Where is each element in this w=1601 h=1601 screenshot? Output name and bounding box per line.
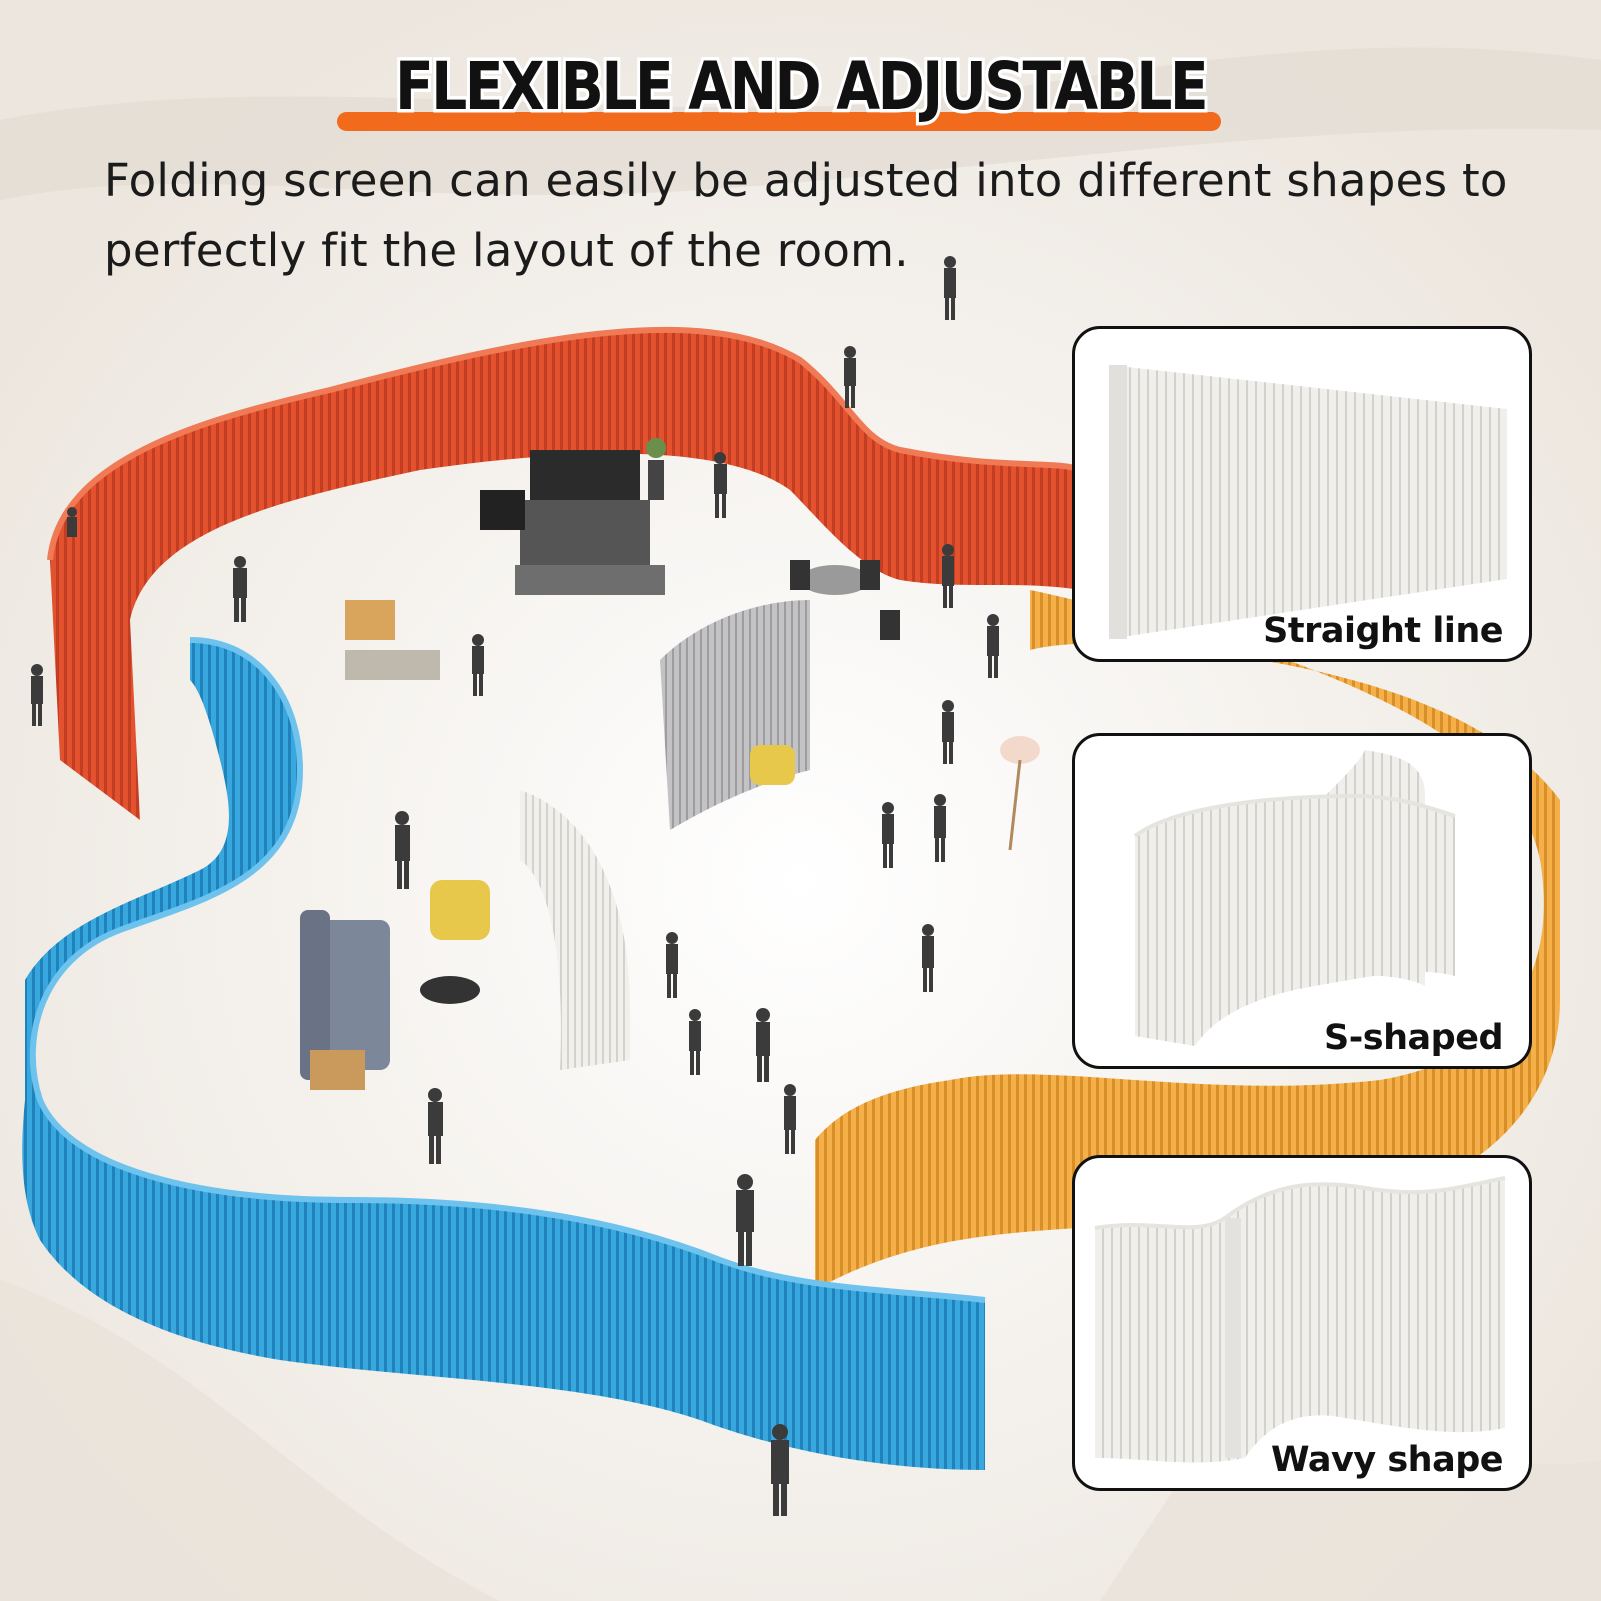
armchair-yellow	[430, 880, 490, 940]
person	[934, 794, 946, 862]
person	[666, 932, 678, 998]
white-folding-screen	[520, 790, 630, 1070]
person	[882, 802, 894, 868]
straight-screen-illustration	[1109, 365, 1507, 639]
sofa	[300, 910, 390, 1080]
floor-band	[0, 1280, 500, 1601]
person	[472, 634, 484, 696]
person	[987, 614, 999, 678]
shape-card-s-shaped: S-shaped	[1072, 733, 1532, 1069]
person	[784, 1084, 796, 1154]
shape-label-straight-line: Straight line	[1263, 611, 1503, 651]
lamp	[1000, 736, 1040, 851]
person	[736, 1174, 754, 1266]
shape-label-wavy-shape: Wavy shape	[1271, 1440, 1503, 1480]
bed	[480, 438, 666, 595]
person	[233, 556, 247, 622]
person	[942, 700, 954, 764]
shape-card-wavy-shape: Wavy shape	[1072, 1155, 1532, 1491]
person	[944, 256, 956, 320]
coffee-table	[310, 600, 480, 1090]
person	[844, 346, 856, 408]
headline-underline-bar	[337, 112, 1221, 131]
person	[771, 1424, 789, 1516]
headline-banner: FLEXIBLE AND ADJUSTABLE	[0, 40, 1601, 140]
orange-folding-screen	[815, 590, 1560, 1290]
dining-set	[790, 560, 900, 640]
person	[395, 811, 410, 889]
person	[714, 452, 727, 518]
person	[428, 1088, 443, 1164]
person	[67, 507, 77, 537]
person	[756, 1008, 770, 1082]
red-folding-screen	[50, 329, 1080, 820]
s-shaped-screen-illustration	[1133, 750, 1456, 1046]
wavy-screen-illustration	[1094, 1176, 1506, 1463]
shape-label-s-shaped: S-shaped	[1324, 1018, 1503, 1058]
shape-card-straight-line: Straight line	[1072, 326, 1532, 662]
subtitle-text: Folding screen can easily be adjusted in…	[104, 154, 1508, 277]
person	[942, 544, 954, 608]
armchair-yellow	[750, 745, 795, 785]
blue-folding-screen	[22, 640, 985, 1470]
person	[689, 1009, 701, 1075]
page-title: FLEXIBLE AND ADJUSTABLE	[392, 45, 1212, 129]
person	[31, 664, 43, 726]
person	[922, 924, 934, 992]
